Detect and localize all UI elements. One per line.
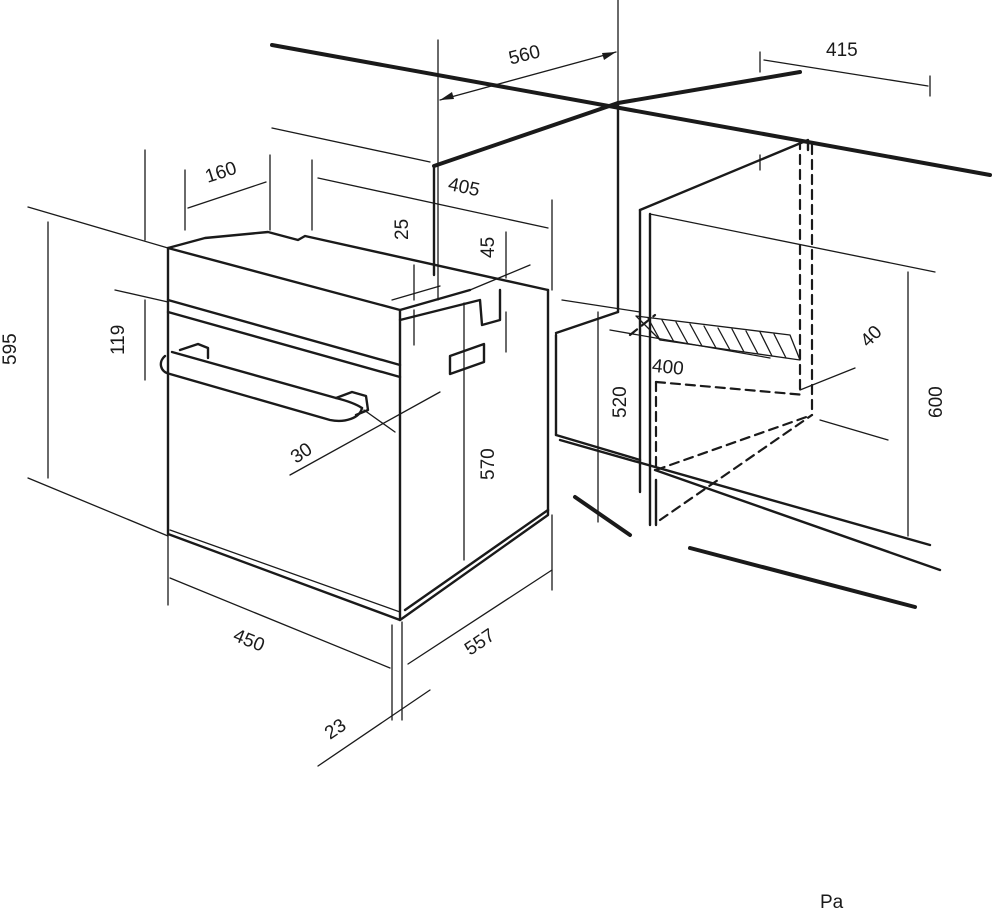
dim-panel-height: 119	[108, 325, 129, 355]
dim-vent-gap: 45	[478, 237, 499, 258]
worktop-lines	[270, 43, 992, 609]
dim-top-back-offset: 160	[203, 158, 240, 188]
dim-top-gap: 25	[392, 219, 413, 240]
dim-vent-depth: 40	[857, 322, 887, 352]
dim-body-depth: 557	[461, 625, 499, 660]
oven-body	[166, 230, 550, 622]
dim-top-depth: 405	[446, 174, 481, 201]
dim-niche-height: 520	[610, 386, 631, 418]
door-handle	[159, 342, 370, 422]
dim-handle-depth: 30	[287, 439, 316, 468]
dim-total-height: 595	[0, 333, 21, 365]
cabinet-right	[628, 138, 936, 527]
footer-text: Pa	[820, 892, 844, 913]
dim-front-width: 450	[230, 625, 267, 656]
dim-cabinet-width: 560	[507, 41, 543, 69]
dim-cabinet-depth: 415	[826, 40, 858, 61]
dim-niche-full-height: 600	[926, 386, 947, 418]
dim-vent-width: 400	[651, 356, 685, 380]
dimension-lines	[27, 51, 931, 767]
dimension-labels: 560 415 160 405 25 45 119 595 30 570 520…	[0, 40, 947, 744]
dim-door-thickness: 23	[321, 715, 350, 744]
cabinet-left	[271, 0, 642, 462]
dim-body-height: 570	[478, 448, 499, 480]
